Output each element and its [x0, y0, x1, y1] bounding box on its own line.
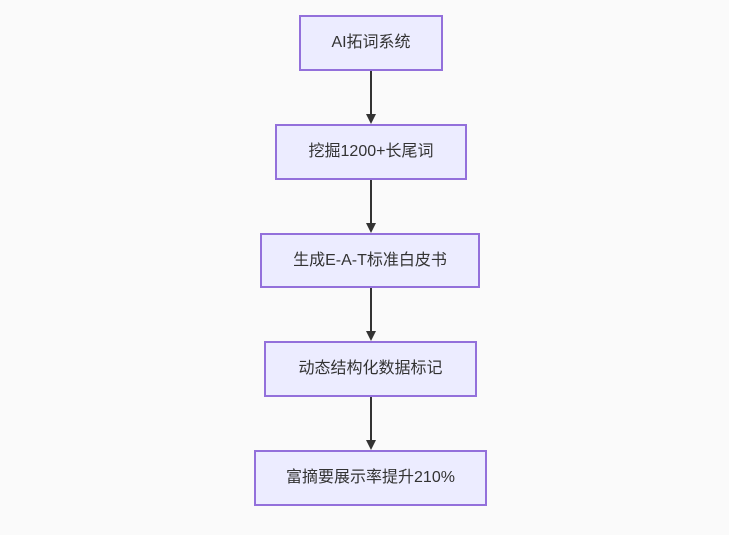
connector-arrow-down — [366, 71, 376, 124]
flow-node-label: 生成E-A-T标准白皮书 — [293, 251, 447, 269]
connector-arrow-down — [366, 288, 376, 341]
flow-node-eat-whitepaper: 生成E-A-T标准白皮书 — [260, 233, 480, 288]
flow-node-longtail-mining: 挖掘1200+长尾词 — [275, 124, 467, 180]
flow-node-label: 挖掘1200+长尾词 — [308, 143, 434, 161]
flow-node-rich-snippet-result: 富摘要展示率提升210% — [254, 450, 487, 506]
flow-node-label: AI拓词系统 — [331, 34, 411, 52]
flow-node-structured-data-mark: 动态结构化数据标记 — [264, 341, 477, 397]
connector-arrow-down — [366, 180, 376, 233]
flow-node-label: 富摘要展示率提升210% — [286, 469, 455, 487]
flow-node-label: 动态结构化数据标记 — [298, 360, 443, 378]
flow-node-ai-keyword-system: AI拓词系统 — [299, 15, 443, 71]
connector-arrow-down — [366, 397, 376, 450]
